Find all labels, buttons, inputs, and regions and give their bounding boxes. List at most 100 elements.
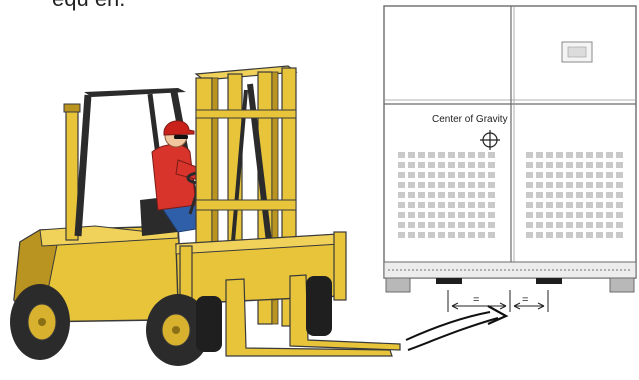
vent-slot (458, 212, 465, 218)
vent-slot (546, 232, 553, 238)
vent-slot (488, 172, 495, 178)
vent-slot (448, 202, 455, 208)
vent-slot (616, 222, 623, 228)
vent-slot (546, 162, 553, 168)
vent-slot (438, 172, 445, 178)
vent-slot (576, 202, 583, 208)
vent-slot (448, 182, 455, 188)
vent-slot (536, 232, 543, 238)
vent-slot (408, 162, 415, 168)
vent-slot (478, 202, 485, 208)
vent-slot (596, 202, 603, 208)
vent-slot (408, 212, 415, 218)
vent-slot (428, 182, 435, 188)
vent-slot (428, 212, 435, 218)
vent-slot (428, 222, 435, 228)
spacing-mark-left: = (473, 294, 479, 306)
vent-slot (556, 152, 563, 158)
overhead-guard (84, 88, 186, 97)
vent-slot (418, 172, 425, 178)
vent-slot (576, 212, 583, 218)
vent-slot (448, 222, 455, 228)
vent-slot (546, 192, 553, 198)
vent-slot (586, 232, 593, 238)
vent-slot (398, 212, 405, 218)
vent-slot (556, 222, 563, 228)
vent-slot (448, 232, 455, 238)
vent-slot (566, 182, 573, 188)
vent-slot (576, 152, 583, 158)
vent-slot (478, 152, 485, 158)
sunglasses-icon (174, 135, 188, 139)
vent-slot (576, 222, 583, 228)
driver-cap (163, 120, 195, 136)
vent-slot (586, 162, 593, 168)
vent-slot (398, 232, 405, 238)
vent-slot (418, 222, 425, 228)
vent-slot (606, 232, 613, 238)
vent-slot (468, 202, 475, 208)
vent-slot (616, 202, 623, 208)
vent-slot (616, 172, 623, 178)
vent-slot (458, 192, 465, 198)
vent-slot (536, 202, 543, 208)
forks (225, 274, 401, 357)
vent-slot (418, 152, 425, 158)
vent-slot (478, 212, 485, 218)
fork-pocket-left (436, 278, 462, 284)
vent-slot (478, 172, 485, 178)
vent-slot (586, 212, 593, 218)
rear-wheel (10, 284, 70, 360)
vent-slot (398, 192, 405, 198)
vent-slot (398, 222, 405, 228)
vent-slot (576, 172, 583, 178)
vent-slot (418, 212, 425, 218)
vent-slot (566, 162, 573, 168)
vent-slot (546, 212, 553, 218)
cabinet-foot-left (385, 277, 411, 293)
vent-slot (586, 172, 593, 178)
vent-slot (428, 202, 435, 208)
vent-slot (616, 152, 623, 158)
vent-slot (596, 212, 603, 218)
vent-slot (488, 232, 495, 238)
vent-slot (546, 172, 553, 178)
vent-slot (398, 152, 405, 158)
vent-slot (458, 162, 465, 168)
vent-slot (526, 212, 533, 218)
vent-slot (566, 232, 573, 238)
vent-slot (458, 182, 465, 188)
vent-slot (576, 192, 583, 198)
vent-slot (468, 152, 475, 158)
vent-slot (526, 182, 533, 188)
vent-slot (596, 172, 603, 178)
vent-slot (448, 212, 455, 218)
vent-slot (576, 162, 583, 168)
vent-slot (616, 192, 623, 198)
vent-slot (606, 192, 613, 198)
vent-slot (448, 162, 455, 168)
vent-slot (488, 202, 495, 208)
vent-slot (556, 202, 563, 208)
vent-slot (536, 152, 543, 158)
vent-slot (566, 222, 573, 228)
vent-slot (408, 152, 415, 158)
arrow-head (487, 305, 509, 326)
ups-cabinet: Center of Gravity (383, 5, 637, 312)
vent-slot (536, 162, 543, 168)
vent-slot (606, 172, 613, 178)
vent-slot (488, 222, 495, 228)
front-wheel (146, 276, 332, 366)
vent-slot (398, 202, 405, 208)
vent-slot (488, 212, 495, 218)
vent-slot (586, 202, 593, 208)
vent-slot (606, 162, 613, 168)
vent-slot (438, 192, 445, 198)
vent-slot (468, 182, 475, 188)
fork-right (289, 274, 401, 351)
vent-slot (398, 172, 405, 178)
vent-slot (536, 172, 543, 178)
vent-slot (616, 232, 623, 238)
